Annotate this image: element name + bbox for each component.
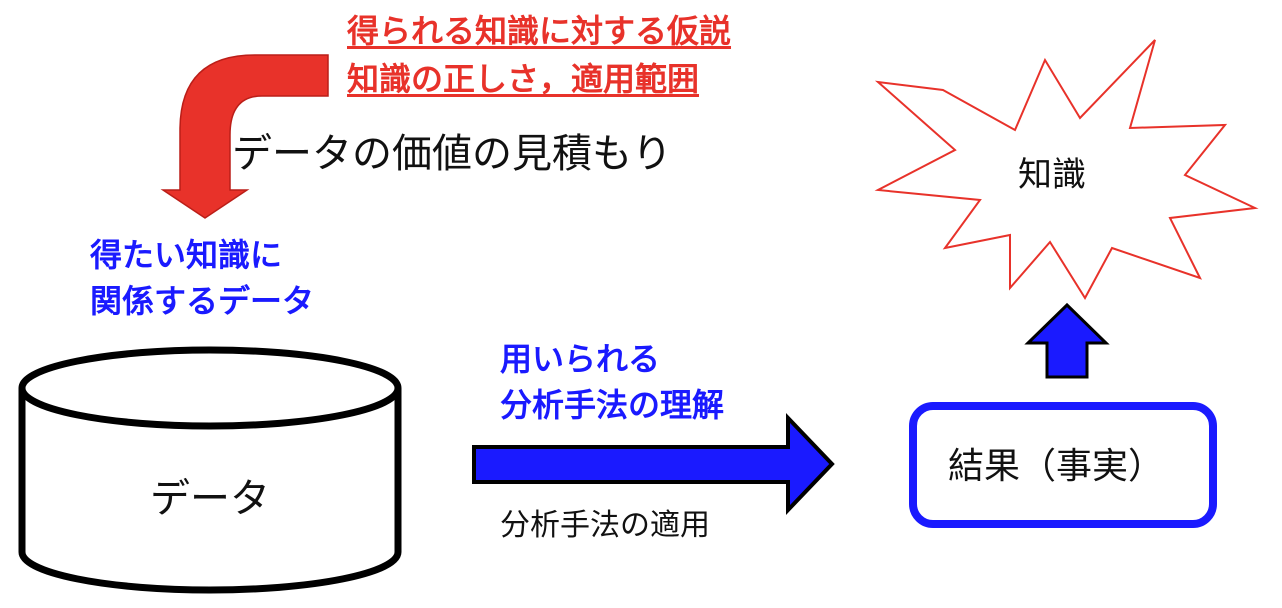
database-cylinder — [18, 346, 402, 594]
blue-right-arrow — [472, 413, 835, 515]
blue-up-arrow — [1024, 302, 1110, 379]
knowledge-label: 知識 — [1018, 155, 1086, 195]
hypothesis-line-1: 得られる知識に対する仮説 — [347, 12, 732, 50]
estimate-label: データの価値の見積もり — [232, 131, 672, 177]
knowledge-starburst — [874, 39, 1259, 300]
relevant-data-line-1: 得たい知識に — [90, 236, 283, 274]
relevant-data-line-2: 関係するデータ — [90, 282, 315, 320]
method-understanding-line-2: 分析手法の理解 — [500, 386, 725, 424]
method-understanding-line-1: 用いられる — [500, 340, 661, 378]
database-label: データ — [150, 476, 270, 522]
method-apply-label: 分析手法の適用 — [500, 508, 710, 543]
result-box — [909, 402, 1217, 528]
result-label: 結果（事実） — [948, 446, 1165, 487]
hypothesis-line-2: 知識の正しさ，適用範囲 — [347, 60, 700, 98]
curved-red-arrow — [160, 54, 329, 219]
